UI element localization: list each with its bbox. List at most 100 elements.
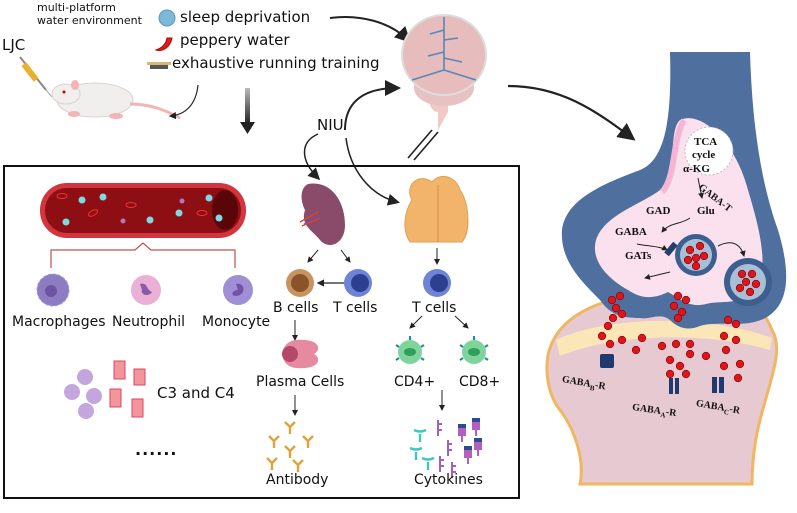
gaba-molecule [721, 345, 731, 355]
gaba-molecule [747, 269, 757, 279]
gaba-molecule [685, 339, 695, 349]
gaba-molecule [673, 313, 683, 323]
gaba-molecule [665, 355, 675, 365]
b-cell-icon [286, 269, 314, 297]
antibody-glyph [266, 457, 278, 470]
gaba-molecule [691, 253, 701, 263]
gaba-molecule [731, 335, 741, 345]
gaba-molecule [631, 345, 641, 355]
niu-label: NIU [317, 116, 344, 134]
gaba-molecule [605, 339, 615, 349]
cytokine-glyph [474, 438, 482, 456]
cytokines-icon [409, 418, 482, 478]
gaba-molecule [597, 331, 607, 341]
cytokine-glyph [447, 440, 452, 456]
stressor-peppery-water: peppery water [180, 31, 290, 49]
synapse-illustration [545, 52, 787, 486]
neutrophil-icon [131, 275, 161, 305]
mouse-icon [51, 80, 181, 120]
gaba-molecule [675, 361, 685, 371]
cd8-label: CD8+ [459, 374, 501, 390]
gats-label: GATs [625, 250, 652, 262]
t-cell-icon-thymus [423, 269, 451, 297]
monocyte-label: Monocyte [202, 314, 271, 330]
gaba-molecule [611, 303, 621, 313]
cd8-cell-icon [459, 336, 489, 364]
cytokines-label: Cytokines [414, 472, 483, 488]
gaba-molecule [751, 279, 761, 289]
macrophages-label: Macrophages [12, 314, 106, 330]
gaba-molecule [669, 301, 679, 311]
spleen-icon [299, 183, 345, 245]
gaba-molecule [617, 335, 627, 345]
gaba-molecule [699, 251, 709, 261]
drug-label-ljc: LJC [2, 36, 26, 54]
neutrophil-label: Neutrophil [112, 314, 186, 330]
gaba-molecule [745, 287, 755, 297]
antibody-glyph [292, 459, 304, 472]
gaba-molecules [597, 241, 761, 383]
gaba-molecule [681, 295, 691, 305]
gaba-molecule [683, 255, 693, 265]
complement-icon [64, 360, 146, 419]
bracket [50, 242, 236, 268]
break-symbol [407, 129, 439, 161]
arrow-to-brain-top [329, 16, 411, 43]
antibody-icon [266, 421, 314, 472]
blood-vessel-icon [40, 183, 246, 238]
gaba-molecule [741, 277, 751, 287]
water-droplet-icon [158, 9, 176, 27]
cytokine-glyph [437, 420, 442, 436]
gaba-molecule [723, 315, 733, 325]
tca-label-line2: cycle [692, 149, 716, 161]
gaba-molecule [671, 339, 681, 349]
gaba-molecule [677, 307, 687, 317]
arrow-niu-to-spleen [303, 133, 321, 181]
gaba-molecule [735, 283, 745, 293]
tca-label-line1: TCA [694, 136, 718, 148]
cytokine-glyph [464, 446, 472, 464]
gaba-a-receptor [669, 378, 679, 394]
stressor-exhaustive-running: exhaustive running training [172, 54, 380, 72]
gaba-molecule [603, 321, 613, 331]
gaba-molecule [607, 295, 617, 305]
gaba-molecule [735, 359, 745, 369]
alpha-kg-label: α-KG [683, 163, 710, 175]
cytokine-glyph [472, 418, 480, 436]
antibody-glyph [284, 445, 296, 458]
model-intro-line1: multi-platform [37, 1, 116, 14]
syringe-icon [19, 56, 53, 98]
arrow-to-mouse [168, 84, 199, 120]
cytokine-glyph [421, 456, 435, 470]
thick-down-arrow [245, 88, 250, 124]
cytokine-glyph [439, 456, 444, 472]
gaba-molecule [691, 261, 701, 271]
cytokine-glyph [458, 424, 466, 442]
cytokine-glyph [451, 462, 456, 478]
antibody-glyph [284, 421, 296, 434]
antibody-label: Antibody [266, 472, 329, 488]
monocyte-icon [223, 275, 253, 305]
chili-pepper-icon [154, 37, 173, 51]
antibody-glyph [268, 435, 280, 448]
gaba-c-receptor [712, 377, 724, 393]
gaba-molecule [617, 309, 627, 319]
ellipsis: ...... [135, 440, 178, 459]
gaba-molecule [673, 291, 683, 301]
gaba-molecule [608, 313, 618, 323]
gaba-molecule [719, 361, 729, 371]
b-cells-label: B cells [273, 300, 319, 316]
thymus-icon [404, 175, 469, 243]
gaba-molecule [685, 349, 695, 359]
t-cell-icon-spleen [344, 269, 372, 297]
gaba-molecule [637, 333, 647, 343]
treadmill-icon [147, 62, 171, 69]
glu-label: Glu [697, 205, 715, 217]
gaba-molecule [731, 319, 741, 329]
gaba-molecule [681, 369, 691, 379]
gaba-molecule [657, 341, 667, 351]
cd4-cell-icon [395, 336, 425, 364]
t-cells-label-thymus: T cells [412, 300, 457, 316]
immune-box [3, 165, 520, 499]
